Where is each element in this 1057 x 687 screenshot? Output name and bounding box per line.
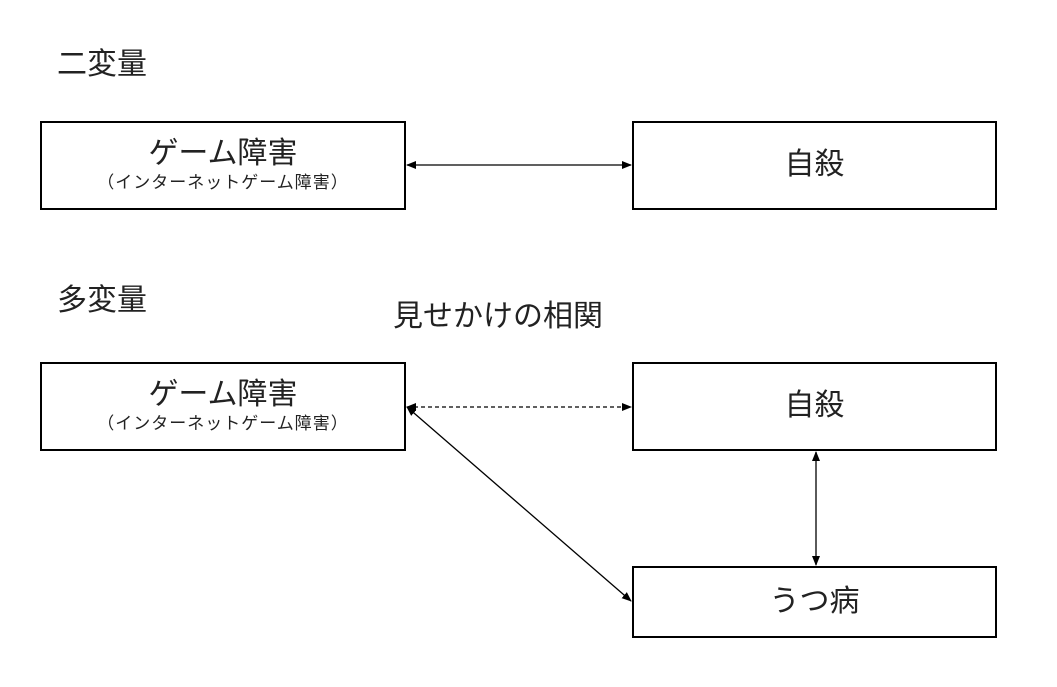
bivariate-game-disorder-box: ゲーム障害 （インターネットゲーム障害） <box>40 121 406 210</box>
game-depression-arrow <box>406 406 632 602</box>
multivariate-title: 多変量 <box>57 283 147 318</box>
multivariate-suicide-box: 自殺 <box>632 362 997 451</box>
suicide-label: 自殺 <box>784 388 845 424</box>
multivariate-game-disorder-box: ゲーム障害 （インターネットゲーム障害） <box>40 362 406 451</box>
bivariate-suicide-box: 自殺 <box>632 121 997 210</box>
internet-game-disorder-label: （インターネットゲーム障害） <box>97 413 349 434</box>
game-disorder-label: ゲーム障害 <box>148 136 298 172</box>
depression-box: うつ病 <box>632 566 997 638</box>
suicide-label: 自殺 <box>784 147 845 183</box>
spurious-correlation-label: 見せかけの相関 <box>393 299 603 334</box>
game-disorder-label: ゲーム障害 <box>148 377 298 413</box>
depression-label: うつ病 <box>769 583 860 619</box>
internet-game-disorder-label: （インターネットゲーム障害） <box>97 172 349 193</box>
bivariate-title: 二変量 <box>57 47 147 82</box>
